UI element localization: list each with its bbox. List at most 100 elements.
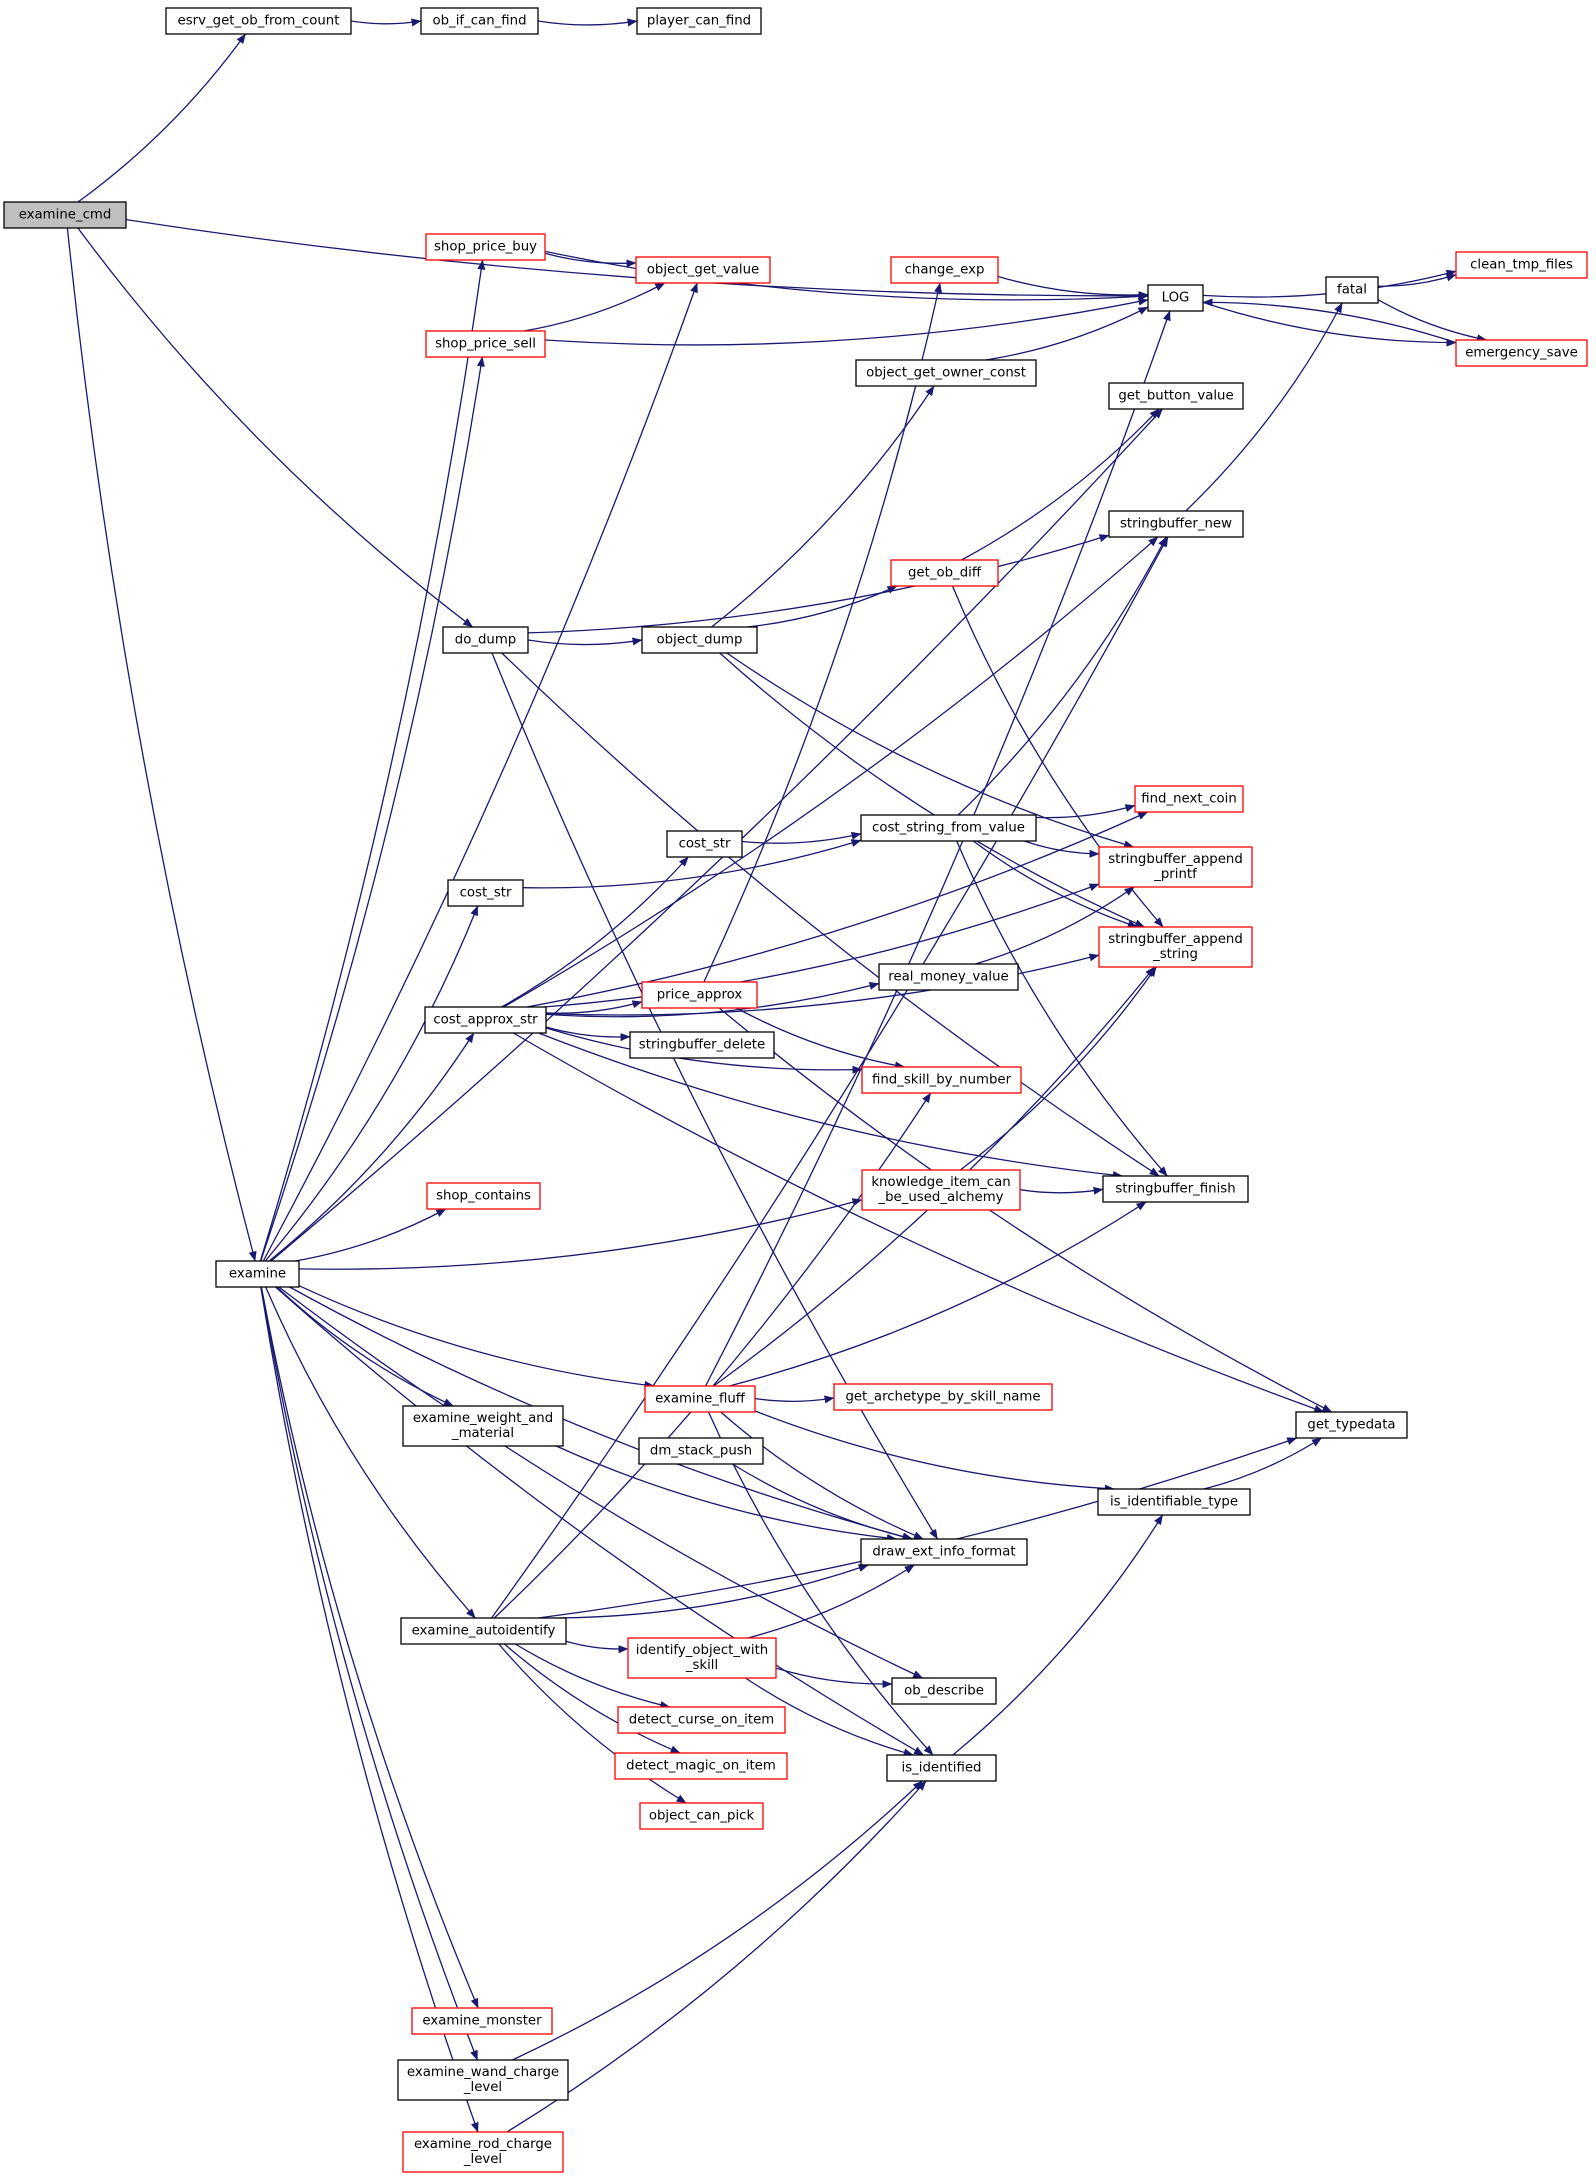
- node-clean-tmp-files[interactable]: clean_tmp_files: [1455, 251, 1588, 279]
- node-stringbuffer-new[interactable]: stringbuffer_new: [1108, 510, 1244, 538]
- node-examine-cmd[interactable]: examine_cmd: [3, 201, 127, 229]
- node-box: [1295, 1411, 1408, 1439]
- node-identify-object-with-skill[interactable]: identify_object_with_skill: [627, 1637, 777, 1679]
- edge-examine-autoidentify-to-object-can-pick: [498, 1643, 687, 1804]
- node-cost-str-a[interactable]: cost_str: [447, 879, 524, 907]
- node-dm-stack-push[interactable]: dm_stack_push: [638, 1437, 764, 1465]
- node-label: player_can_find: [647, 14, 751, 29]
- node-get-typedata[interactable]: get_typedata: [1295, 1411, 1408, 1439]
- edge-examine-cmd-to-esrv-get-ob-from-count: [77, 33, 247, 203]
- node-box: [861, 1066, 1022, 1094]
- node-label: cost_str: [460, 886, 512, 901]
- node-label: real_money_value: [888, 970, 1008, 985]
- node-label: draw_ext_info_format: [872, 1545, 1015, 1560]
- node-is-identifiable-type[interactable]: is_identifiable_type: [1097, 1488, 1251, 1516]
- edge-is-identifiable-type-to-get-typedata: [1203, 1437, 1322, 1490]
- node-label: object_can_pick: [649, 1809, 755, 1824]
- node-examine-fluff[interactable]: examine_fluff: [644, 1385, 756, 1413]
- edge-change-exp-to-LOG: [997, 275, 1149, 300]
- node-box: [891, 1677, 997, 1705]
- node-detect-magic-on-item[interactable]: detect_magic_on_item: [614, 1752, 788, 1780]
- edge-object-dump-to-stringbuffer-append-printf: [726, 652, 1135, 849]
- edge-examine-autoidentify-to-draw-ext-info-format: [559, 1564, 869, 1619]
- node-stringbuffer-delete[interactable]: stringbuffer_delete: [629, 1031, 775, 1059]
- node-box: [425, 330, 546, 358]
- node-player-can-find[interactable]: player_can_find: [636, 7, 762, 35]
- node-price-approx[interactable]: price_approx: [641, 981, 758, 1009]
- node-ob-if-can-find[interactable]: ob_if_can_find: [420, 7, 539, 35]
- node-box: [890, 559, 999, 587]
- edge-knowledge-item-can-be-used-alchemy-to-stringbuffer-finish: [1019, 1186, 1104, 1195]
- node-stringbuffer-append-printf[interactable]: stringbuffer_append_printf: [1098, 846, 1253, 888]
- node-object-can-pick[interactable]: object_can_pick: [639, 1802, 764, 1830]
- node-ob-describe[interactable]: ob_describe: [891, 1677, 997, 1705]
- node-esrv-get-ob-from-count[interactable]: esrv_get_ob_from_count: [165, 7, 352, 35]
- node-label: examine_rod_charge: [414, 2137, 552, 2152]
- node-object-dump[interactable]: object_dump: [641, 626, 758, 654]
- node-label: examine: [229, 1267, 286, 1282]
- node-examine-autoidentify[interactable]: examine_autoidentify: [400, 1617, 567, 1645]
- node-real-money-value[interactable]: real_money_value: [878, 963, 1019, 991]
- node-get-archetype-by-skill-name[interactable]: get_archetype_by_skill_name: [833, 1383, 1053, 1411]
- edge-cost-approx-str-to-find-skill-by-number: [545, 1027, 863, 1074]
- node-do-dump[interactable]: do_dump: [442, 626, 529, 654]
- edge-examine-to-examine-wand-charge-level: [260, 1286, 479, 2061]
- edge-examine-fluff-to-LOG: [705, 310, 1171, 1387]
- node-box: [629, 1031, 775, 1059]
- node-shop-price-buy[interactable]: shop_price_buy: [425, 233, 546, 261]
- node-object-get-value[interactable]: object_get_value: [635, 256, 771, 284]
- node-examine[interactable]: examine: [215, 1260, 300, 1288]
- node-get-button-value[interactable]: get_button_value: [1108, 382, 1244, 410]
- node-stringbuffer-append-string[interactable]: stringbuffer_append_string: [1098, 926, 1253, 968]
- node-detect-curse-on-item[interactable]: detect_curse_on_item: [617, 1706, 786, 1734]
- edge-do-dump-to-stringbuffer-finish: [501, 652, 1160, 1177]
- node-label: object_get_owner_const: [866, 366, 1026, 381]
- node-label: _be_used_alchemy: [877, 1190, 1003, 1205]
- node-examine-monster[interactable]: examine_monster: [411, 2007, 553, 2035]
- node-shop-price-sell[interactable]: shop_price_sell: [425, 330, 546, 358]
- node-is-identified[interactable]: is_identified: [886, 1754, 997, 1782]
- node-label: _skill: [685, 1658, 718, 1673]
- node-fatal[interactable]: fatal: [1325, 276, 1379, 304]
- edge-examine-fluff-to-stringbuffer-finish: [729, 1201, 1147, 1387]
- node-box: [447, 879, 524, 907]
- node-box: [402, 2131, 564, 2173]
- node-box: [860, 1538, 1028, 1566]
- node-object-get-owner-const[interactable]: object_get_owner_const: [855, 359, 1037, 387]
- node-emergency-save[interactable]: emergency_save: [1455, 339, 1588, 367]
- node-box: [411, 2007, 553, 2035]
- edge-cost-approx-str-to-cost-str-b: [501, 856, 689, 1008]
- node-LOG[interactable]: LOG: [1147, 284, 1204, 312]
- node-stringbuffer-finish[interactable]: stringbuffer_finish: [1102, 1175, 1249, 1203]
- node-box: [442, 626, 529, 654]
- node-label: cost_string_from_value: [872, 821, 1025, 836]
- node-get-ob-diff[interactable]: get_ob_diff: [890, 559, 999, 587]
- edge-get-ob-diff-to-get-button-value: [961, 408, 1160, 561]
- node-label: emergency_save: [1465, 346, 1578, 361]
- node-box: [890, 256, 999, 284]
- edge-cost-approx-str-to-stringbuffer-finish: [538, 1032, 1123, 1179]
- node-label: _level: [463, 2080, 502, 2095]
- node-find-next-coin[interactable]: find_next_coin: [1134, 785, 1244, 813]
- node-cost-str-b[interactable]: cost_str: [666, 830, 743, 858]
- node-box: [165, 7, 352, 35]
- node-examine-weight-and-material[interactable]: examine_weight_and_material: [402, 1405, 564, 1447]
- node-examine-rod-charge-level[interactable]: examine_rod_charge_level: [402, 2131, 564, 2173]
- node-change-exp[interactable]: change_exp: [890, 256, 999, 284]
- edge-LOG-to-emergency-save: [1202, 301, 1457, 347]
- node-box: [420, 7, 539, 35]
- node-label: get_typedata: [1307, 1418, 1395, 1433]
- node-cost-string-from-value[interactable]: cost_string_from_value: [860, 814, 1037, 842]
- node-examine-wand-charge-level[interactable]: examine_wand_charge_level: [397, 2059, 569, 2101]
- node-knowledge-item-can-be-used-alchemy[interactable]: knowledge_item_can_be_used_alchemy: [861, 1169, 1021, 1211]
- node-shop-contains[interactable]: shop_contains: [426, 1182, 541, 1210]
- edge-examine-wand-charge-level-to-is-identified: [512, 1780, 923, 2061]
- edge-examine-to-examine-monster: [260, 1286, 479, 2009]
- node-find-skill-by-number[interactable]: find_skill_by_number: [861, 1066, 1022, 1094]
- edge-cost-approx-str-to-stringbuffer-append-printf: [544, 883, 1100, 1008]
- node-label: examine_cmd: [19, 208, 112, 223]
- node-draw-ext-info-format[interactable]: draw_ext_info_format: [860, 1538, 1028, 1566]
- edge-identify-object-with-skill-to-is-identified: [745, 1677, 914, 1757]
- node-cost-approx-str[interactable]: cost_approx_str: [424, 1006, 547, 1034]
